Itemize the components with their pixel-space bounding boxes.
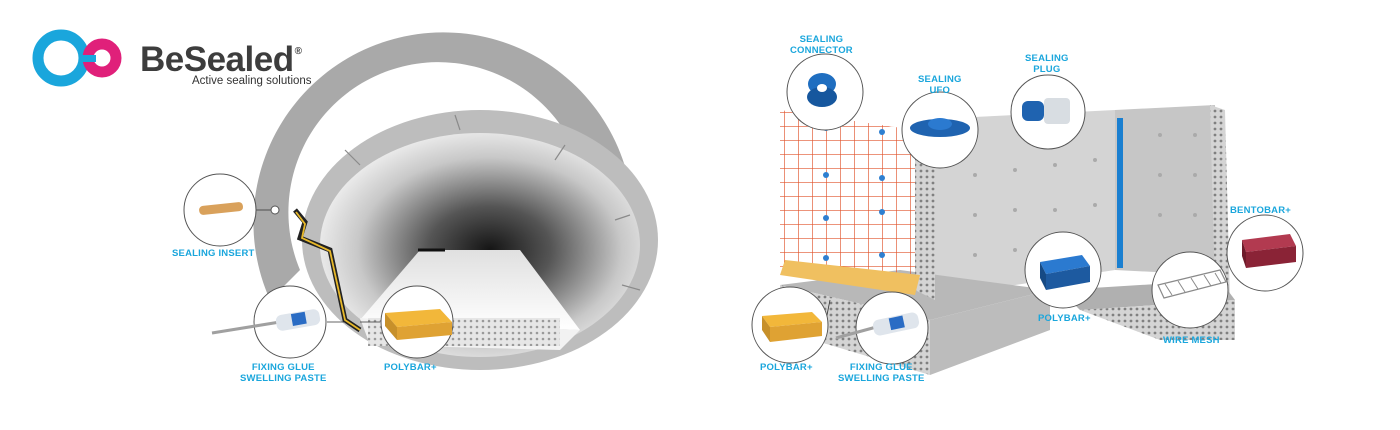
label-polybar-mid: POLYBAR+ [1038,313,1091,324]
label-fixing-glue-left-line2: SWELLING PASTE [240,373,327,384]
label-sealing-plug-line1: SEALING [1025,53,1069,64]
label-sealing-plug-line2: PLUG [1033,64,1061,75]
brand-tagline: Active sealing solutions [192,75,312,87]
label-wire-mesh: WIRE MESH [1163,335,1220,346]
label-polybar-right-diagram: POLYBAR+ [760,362,813,373]
label-sealing-connector-line1: SEALING [799,34,844,45]
label-fixing-glue-left: FIXING GLUE SWELLING PASTE [240,362,327,384]
label-sealing-insert: SEALING INSERT [172,248,255,259]
label-bentobar: BENTOBAR+ [1230,205,1292,216]
label-sealing-ufo-line2: UFO [929,85,951,96]
label-polybar-left-diagram: POLYBAR+ [384,362,437,373]
label-fixing-glue-right-line1: FIXING GLUE [849,362,913,373]
label-sealing-ufo-line1: SEALING [918,74,962,85]
label-fixing-glue-left-line1: FIXING GLUE [251,362,315,373]
label-sealing-ufo: SEALING UFO [918,74,962,96]
label-sealing-connector-line2: CONNECTOR [790,45,853,56]
label-fixing-glue-right-line2: SWELLING PASTE [838,373,925,384]
label-fixing-glue-right: FIXING GLUE SWELLING PASTE [838,362,925,384]
brand-name: BeSealed® [140,40,302,79]
label-sealing-connector: SEALING CONNECTOR [790,34,853,56]
besealed-logo-mark [32,29,122,87]
label-sealing-plug: SEALING PLUG [1025,53,1069,75]
